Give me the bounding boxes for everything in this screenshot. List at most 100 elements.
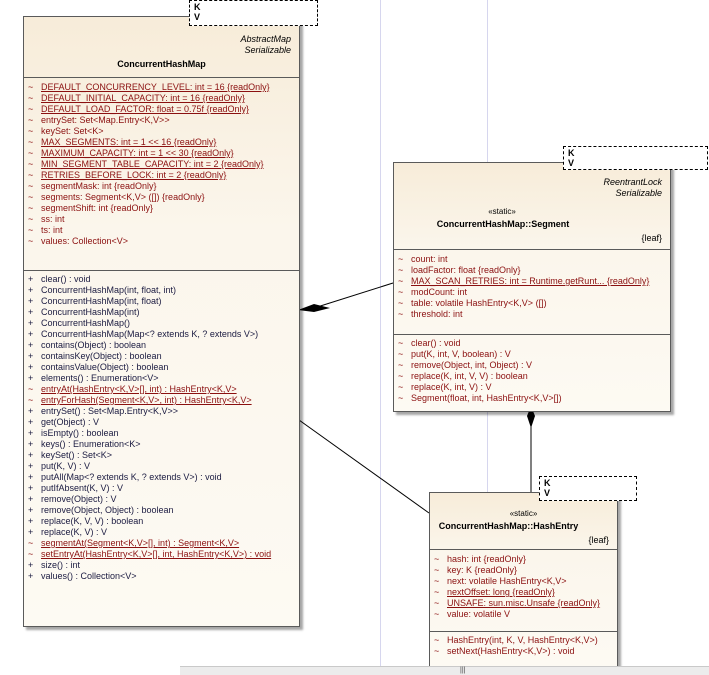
attribute-row[interactable]: ~count: int	[394, 254, 670, 265]
operation-row[interactable]: ~remove(Object, int, Object) : V	[394, 360, 670, 371]
visibility-marker: ~	[434, 635, 440, 645]
operation-row[interactable]: + isEmpty() : boolean	[24, 428, 299, 439]
attribute-text: segmentShift: int {readOnly}	[41, 203, 154, 213]
attribute-row[interactable]: ~key: K {readOnly}	[430, 565, 617, 576]
attribute-row[interactable]: ~DEFAULT_CONCURRENCY_LEVEL: int = 16 {re…	[24, 82, 299, 93]
operation-row[interactable]: ~ segmentAt(Segment<K,V>[], int) : Segmen…	[24, 538, 299, 549]
attribute-row[interactable]: ~MAXIMUM_CAPACITY: int = 1 << 30 {readOn…	[24, 148, 299, 159]
operation-row[interactable]: +keys() : Enumeration<K>	[24, 439, 299, 450]
attribute-row[interactable]: ~DEFAULT_LOAD_FACTOR: float = 0.75f {rea…	[24, 104, 299, 115]
attribute-row[interactable]: ~value: volatile V	[430, 609, 617, 620]
operation-row[interactable]: ~clear() : void	[394, 338, 670, 349]
visibility-marker: +	[28, 527, 34, 537]
operation-row[interactable]: ~replace(K, int, V, V) : boolean	[394, 371, 670, 382]
operation-row[interactable]: +replace(K, V, V) : boolean	[24, 516, 299, 527]
operation-text: isEmpty() : boolean	[41, 428, 119, 438]
stereotype-label: «static»	[509, 509, 538, 518]
attribute-row[interactable]: ~MAX_SEGMENTS: int = 1 << 16 {readOnly}	[24, 137, 299, 148]
operation-text: segmentAt(Segment<K,V>[], int) : Segment…	[41, 538, 240, 548]
operation-text: HashEntry(int, K, V, HashEntry<K,V>)	[447, 635, 598, 645]
operation-row[interactable]: +put(K, V) : V	[24, 461, 299, 472]
attribute-text: segments: Segment<K,V> ([]) {readOnly}	[41, 192, 205, 202]
visibility-marker: ~	[398, 393, 404, 403]
attribute-row[interactable]: ~ss: int	[24, 214, 299, 225]
operation-row[interactable]: +clear() : void	[24, 274, 299, 285]
attribute-text: MAX_SEGMENTS: int = 1 << 16 {readOnly}	[41, 137, 217, 147]
attribute-row[interactable]: ~RETRIES_BEFORE_LOCK: int = 2 {readOnly}	[24, 170, 299, 181]
operation-row[interactable]: ~replace(K, int, V) : V	[394, 382, 670, 393]
attribute-row[interactable]: ~next: volatile HashEntry<K,V>	[430, 576, 617, 587]
operation-row[interactable]: +entrySet() : Set<Map.Entry<K,V>>	[24, 406, 299, 417]
type-parameters-box: K V	[539, 476, 637, 501]
operation-row[interactable]: ~entryForHash(Segment<K,V>, int) : HashE…	[24, 395, 299, 406]
operation-row[interactable]: +values() : Collection<V>	[24, 571, 299, 582]
operation-text: ConcurrentHashMap(int)	[41, 307, 140, 317]
operation-row[interactable]: +elements() : Enumeration<V>	[24, 373, 299, 384]
attribute-row[interactable]: ~ts: int	[24, 225, 299, 236]
operation-row[interactable]: +remove(Object, Object) : boolean	[24, 505, 299, 516]
class-hashentry[interactable]: «static» ConcurrentHashMap::HashEntry {l…	[429, 492, 618, 667]
operation-row[interactable]: ~put(K, int, V, boolean) : V	[394, 349, 670, 360]
operation-row[interactable]: +ConcurrentHashMap(int, float)	[24, 296, 299, 307]
visibility-marker: ~	[398, 338, 404, 348]
visibility-marker: +	[28, 428, 34, 438]
attribute-text: nextOffset: long {readOnly}	[447, 587, 555, 597]
operation-row[interactable]: +containsKey(Object) : boolean	[24, 351, 299, 362]
attribute-row[interactable]: ~segmentShift: int {readOnly}	[24, 203, 299, 214]
visibility-marker: ~	[28, 225, 34, 235]
operation-row[interactable]: +putAll(Map<? extends K, ? extends V>) :…	[24, 472, 299, 483]
attribute-row[interactable]: ~DEFAULT_INITIAL_CAPACITY: int = 16 {rea…	[24, 93, 299, 104]
attribute-row[interactable]: ~segments: Segment<K,V> ([]) {readOnly}	[24, 192, 299, 203]
visibility-marker: ~	[28, 538, 34, 548]
operation-row[interactable]: ~entryAt(HashEntry<K,V>[], int) : HashEn…	[24, 384, 299, 395]
attribute-row[interactable]: ~threshold: int	[394, 309, 670, 320]
operation-row[interactable]: ~Segment(float, int, HashEntry<K,V>[])	[394, 393, 670, 404]
operation-text: keySet() : Set<K>	[41, 450, 113, 460]
operation-row[interactable]: +get(Object) : V	[24, 417, 299, 428]
operation-row[interactable]: +keySet() : Set<K>	[24, 450, 299, 461]
attribute-row[interactable]: ~hash: int {readOnly}	[430, 554, 617, 565]
visibility-marker: ~	[28, 214, 34, 224]
attribute-row[interactable]: ~segmentMask: int {readOnly}	[24, 181, 299, 192]
visibility-marker: ~	[398, 349, 404, 359]
operation-row[interactable]: +ConcurrentHashMap(int)	[24, 307, 299, 318]
attribute-row[interactable]: ~values: Collection<V>	[24, 236, 299, 247]
operation-row[interactable]: +putIfAbsent(K, V) : V	[24, 483, 299, 494]
operation-row[interactable]: ~setEntryAt(HashEntry<K,V>[], int, HashE…	[24, 549, 299, 560]
operation-row[interactable]: +ConcurrentHashMap()	[24, 318, 299, 329]
attribute-row[interactable]: ~UNSAFE: sun.misc.Unsafe {readOnly}	[430, 598, 617, 609]
operation-text: ConcurrentHashMap(int, float, int)	[41, 285, 177, 295]
class-segment[interactable]: ReentrantLock Serializable «static» Conc…	[393, 162, 671, 412]
attribute-row[interactable]: ~table: volatile HashEntry<K,V> ([])	[394, 298, 670, 309]
operation-row[interactable]: + replace(K, V) : V	[24, 527, 299, 538]
horizontal-scrollbar[interactable]: |||	[180, 666, 709, 675]
operation-text: replace(K, V) : V	[41, 527, 108, 537]
attribute-row[interactable]: ~MIN_SEGMENT_TABLE_CAPACITY: int = 2 {re…	[24, 159, 299, 170]
operation-text: replace(K, int, V, V) : boolean	[411, 371, 528, 381]
class-name: ConcurrentHashMap::Segment	[436, 219, 570, 229]
attribute-row[interactable]: ~entrySet: Set<Map.Entry<K,V>>	[24, 115, 299, 126]
operation-row[interactable]: +size() : int	[24, 560, 299, 571]
visibility-marker: ~	[434, 576, 440, 586]
attribute-row[interactable]: ~loadFactor: float {readOnly}	[394, 265, 670, 276]
scrollbar-grip-icon[interactable]: |||	[460, 667, 466, 674]
operation-row[interactable]: +remove(Object) : V	[24, 494, 299, 505]
operation-row[interactable]: +ConcurrentHashMap(int, float, int)	[24, 285, 299, 296]
operation-text: setNext(HashEntry<K,V>) : void	[447, 646, 575, 656]
attribute-row[interactable]: ~nextOffset: long {readOnly}	[430, 587, 617, 598]
interface-label: Serializable	[244, 45, 291, 55]
leaf-modifier: {leaf}	[588, 535, 609, 545]
operation-row[interactable]: +contains(Object) : boolean	[24, 340, 299, 351]
operation-row[interactable]: ~ HashEntry(int, K, V, HashEntry<K,V>)	[430, 635, 617, 646]
operation-row[interactable]: +ConcurrentHashMap(Map<? extends K, ? ex…	[24, 329, 299, 340]
operation-row[interactable]: ~setNext(HashEntry<K,V>) : void	[430, 646, 617, 657]
attribute-row[interactable]: ~keySet: Set<K>	[24, 126, 299, 137]
operation-row[interactable]: +containsValue(Object) : boolean	[24, 362, 299, 373]
operation-text: remove(Object, int, Object) : V	[411, 360, 533, 370]
visibility-marker: ~	[398, 276, 404, 286]
attribute-row[interactable]: ~MAX_SCAN_RETRIES: int = Runtime.getRunt…	[394, 276, 670, 287]
operation-text: containsKey(Object) : boolean	[41, 351, 162, 361]
visibility-marker: ~	[28, 170, 34, 180]
class-concurrenthashmap[interactable]: AbstractMap Serializable ConcurrentHashM…	[23, 16, 300, 627]
attribute-row[interactable]: ~modCount: int	[394, 287, 670, 298]
